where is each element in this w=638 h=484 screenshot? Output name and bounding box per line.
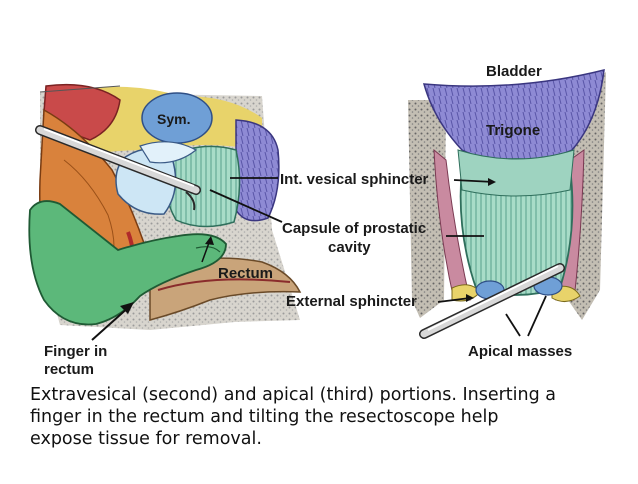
caption-line-2: finger in the rectum and tilting the res…	[30, 407, 499, 427]
label-finger-line1: Finger in	[44, 343, 107, 360]
external-sphincter-arrowhead	[466, 294, 474, 302]
label-trigone: Trigone	[486, 122, 540, 139]
bladder-neck	[235, 119, 280, 222]
label-capsule-line1: Capsule of prostatic	[282, 220, 426, 237]
label-rectum: Rectum	[218, 265, 273, 282]
finger-in-rectum-shape	[28, 200, 227, 326]
finger-nail	[195, 246, 221, 253]
label-capsule-line2: cavity	[328, 239, 371, 256]
finger-arrow	[91, 305, 131, 341]
label-sym: Sym.	[157, 111, 190, 127]
left-illustration-edge	[39, 85, 121, 93]
caption-line-3: expose tissue for removal.	[30, 429, 262, 449]
resectoscope-left	[35, 125, 201, 211]
bladder-purple	[422, 69, 605, 164]
finger-arrowhead	[120, 302, 134, 314]
apical-leader-2	[527, 295, 547, 337]
int-sphincter-leader-right	[453, 179, 495, 183]
caption: Extravesical (second) and apical (third)…	[30, 384, 630, 450]
small-arrowhead	[205, 236, 214, 245]
trigone-band	[457, 149, 575, 197]
label-apical-masses: Apical masses	[468, 343, 572, 360]
right-coronal-illustration	[408, 69, 606, 339]
resectoscope-right	[419, 263, 565, 339]
label-external-sphincter: External sphincter	[286, 293, 417, 310]
external-sphincter-leader	[437, 297, 471, 303]
pale-blue-tissue-2	[139, 141, 198, 164]
caption-line-1: Extravesical (second) and apical (third)…	[30, 385, 556, 405]
int-sphincter-arrowhead	[488, 178, 496, 186]
capsule-leader-left	[209, 189, 283, 223]
left-sagittal-illustration	[28, 83, 302, 341]
label-finger-line2: rectum	[44, 361, 94, 378]
label-bladder: Bladder	[486, 63, 542, 80]
apical-leader-1	[505, 313, 521, 337]
rectal-wall-stripe	[157, 278, 291, 291]
label-int-vesical-sphincter: Int. vesical sphincter	[280, 171, 429, 188]
